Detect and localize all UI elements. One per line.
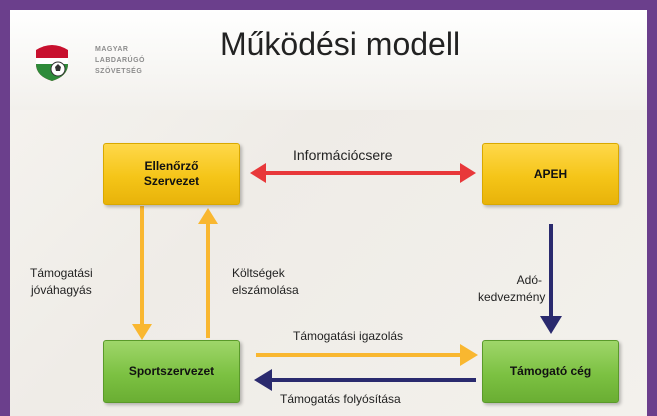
page-title: Működési modell <box>219 26 461 62</box>
node-ellenorzo-szervezet: Ellenőrző Szervezet <box>103 143 240 205</box>
support-disbursement-arrow <box>254 369 476 391</box>
label-info-exchange: Információcsere <box>293 147 393 163</box>
shield-icon <box>36 45 68 81</box>
label-cost-accounting: Költségek elszámolása <box>232 266 299 297</box>
support-certificate-arrow <box>256 344 478 366</box>
logo-line-1: MAGYAR <box>95 46 129 53</box>
arrows-layer <box>132 163 562 391</box>
cost-accounting-arrow <box>198 208 218 338</box>
label-support-certificate: Támogatási igazolás <box>293 329 404 343</box>
logo-line-3: SZÖVETSÉG <box>95 68 143 75</box>
node-tamogato-label: Támogató cég <box>509 364 592 378</box>
node-sportszervezet: Sportszervezet <box>103 340 240 403</box>
approval-arrow <box>132 206 152 340</box>
slide: MAGYAR LABDARÚGÓ SZÖVETSÉG Működési mode… <box>10 10 647 416</box>
mlsz-logo: MAGYAR LABDARÚGÓ SZÖVETSÉG <box>32 42 172 82</box>
node-apeh-label: APEH <box>533 166 568 181</box>
label-tax-benefit: Adó- kedvezmény <box>478 273 546 304</box>
node-apeh: APEH <box>482 143 619 205</box>
logo-line-2: LABDARÚGÓ <box>95 57 145 64</box>
label-support-disbursement: Támogatás folyósítása <box>280 392 401 406</box>
info-exchange-arrow <box>250 163 476 183</box>
tax-benefit-arrow <box>540 224 562 334</box>
header-band <box>10 10 647 110</box>
node-ellenorzo-label: Ellenőrző Szervezet <box>143 159 200 188</box>
label-approval: Támogatási jóváhagyás <box>30 266 93 297</box>
logo-text: MAGYAR LABDARÚGÓ SZÖVETSÉG <box>95 44 145 77</box>
node-sportszervezet-label: Sportszervezet <box>128 364 215 378</box>
node-tamogato-ceg: Támogató cég <box>482 340 619 403</box>
